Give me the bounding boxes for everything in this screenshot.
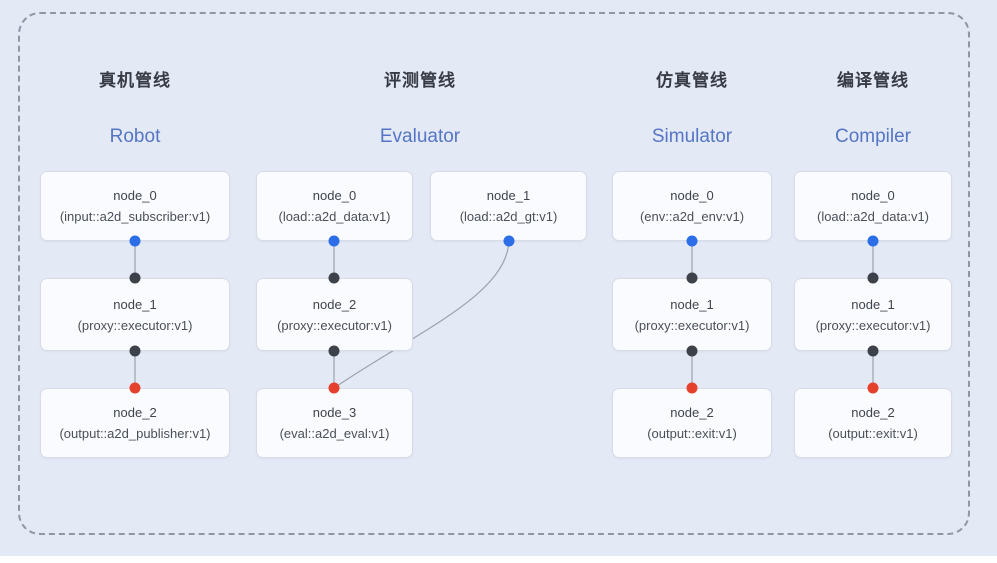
evaluator-pipeline-title-zh: 评测管线	[384, 71, 456, 90]
port-dot-blue	[129, 235, 141, 247]
simulator-pipeline-title-zh: 仿真管线	[656, 71, 728, 90]
port-dot-blue	[686, 235, 698, 247]
node-name: node_2	[851, 405, 895, 420]
port-dot-dark	[328, 272, 340, 284]
evaluator-node-3: node_3 (eval::a2d_eval:v1)	[256, 388, 413, 458]
robot-node-0: node_0 (input::a2d_subscriber:v1)	[40, 171, 230, 241]
port-dot-red	[686, 382, 698, 394]
simulator-pipeline-title-en: Simulator	[651, 126, 733, 147]
port-dot-dark	[129, 272, 141, 284]
port-dot-blue	[503, 235, 515, 247]
node-type: (load::a2d_gt:v1)	[459, 209, 558, 224]
node-type: (output::exit:v1)	[647, 426, 737, 441]
node-type: (eval::a2d_eval:v1)	[279, 426, 390, 441]
evaluator-node-2: node_2 (proxy::executor:v1)	[256, 278, 413, 351]
port-dot-dark	[686, 345, 698, 357]
compiler-node-0: node_0 (load::a2d_data:v1)	[794, 171, 952, 241]
port-dot-red	[328, 382, 340, 394]
evaluator-pipeline-title-en: Evaluator	[379, 126, 461, 147]
port-dot-red	[129, 382, 141, 394]
node-name: node_0	[670, 188, 714, 203]
port-dot-dark	[686, 272, 698, 284]
port-dot-dark	[129, 345, 141, 357]
node-name: node_0	[312, 188, 357, 203]
node-type: (proxy::executor:v1)	[815, 317, 931, 333]
compiler-node-2: node_2 (output::exit:v1)	[794, 388, 952, 458]
node-name: node_3	[312, 405, 357, 420]
node-name: node_2	[670, 405, 714, 420]
simulator-node-2: node_2 (output::exit:v1)	[612, 388, 772, 458]
evaluator-node-0: node_0 (load::a2d_data:v1)	[256, 171, 413, 241]
node-type: (proxy::executor:v1)	[77, 317, 193, 333]
compiler-pipeline-title-en: Compiler	[834, 126, 912, 147]
port-dot-dark	[867, 345, 879, 357]
edge-eval-n1-n3-curve	[333, 240, 510, 389]
port-dot-red	[867, 382, 879, 394]
robot-pipeline-title-en: Robot	[109, 126, 161, 147]
node-name: node_2	[312, 296, 357, 312]
node-name: node_0	[851, 188, 895, 203]
node-type: (output::exit:v1)	[828, 426, 918, 441]
node-type: (proxy::executor:v1)	[277, 317, 392, 333]
port-dot-blue	[867, 235, 879, 247]
node-name: node_1	[670, 296, 714, 312]
port-dot-dark	[328, 345, 340, 357]
robot-node-2: node_2 (output::a2d_publisher:v1)	[40, 388, 230, 458]
compiler-pipeline-title-zh: 编译管线	[837, 71, 909, 90]
robot-pipeline-title-zh: 真机管线	[99, 71, 171, 90]
dashed-border-frame	[18, 12, 970, 535]
node-name: node_2	[113, 405, 157, 420]
compiler-node-1: node_1 (proxy::executor:v1)	[794, 278, 952, 351]
node-type: (load::a2d_data:v1)	[278, 209, 391, 224]
evaluator-node-1: node_1 (load::a2d_gt:v1)	[430, 171, 587, 241]
node-type: (env::a2d_env:v1)	[639, 209, 745, 224]
port-dot-blue	[328, 235, 340, 247]
simulator-node-0: node_0 (env::a2d_env:v1)	[612, 171, 772, 241]
node-name: node_1	[486, 188, 531, 203]
node-type: (output::a2d_publisher:v1)	[59, 426, 211, 441]
node-name: node_0	[113, 188, 157, 203]
node-name: node_1	[113, 296, 157, 312]
node-name: node_1	[851, 296, 895, 312]
node-type: (load::a2d_data:v1)	[816, 209, 930, 224]
node-type: (proxy::executor:v1)	[634, 317, 750, 333]
port-dot-dark	[867, 272, 879, 284]
robot-node-1: node_1 (proxy::executor:v1)	[40, 278, 230, 351]
simulator-node-1: node_1 (proxy::executor:v1)	[612, 278, 772, 351]
node-type: (input::a2d_subscriber:v1)	[59, 209, 211, 224]
